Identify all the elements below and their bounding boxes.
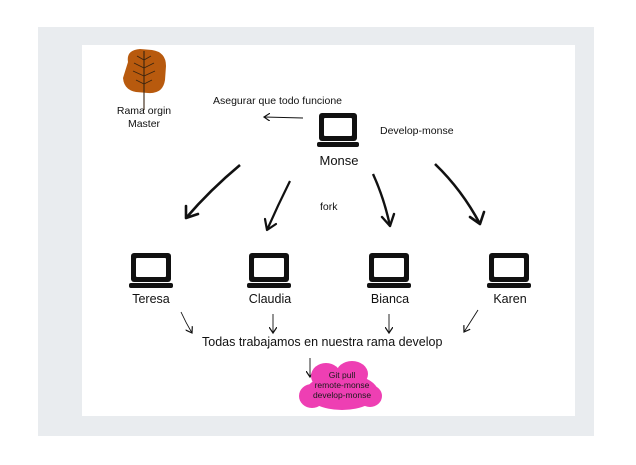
arrow-fork-bianca <box>371 173 392 227</box>
cloud-label: Git pull remote-monse develop-monse <box>306 370 378 400</box>
laptop-icon-bianca <box>367 253 411 288</box>
arrow-fork-karen <box>434 163 482 225</box>
leaf-icon <box>123 49 166 110</box>
root-branch-label: Rama orgin Master <box>117 105 171 131</box>
arrow-teresa-note <box>180 311 192 333</box>
laptop-icon-monse <box>317 113 359 147</box>
member-name-teresa: Teresa <box>132 292 170 306</box>
root-label-line1: Rama orgin <box>116 105 172 117</box>
cloud-shape <box>299 361 382 410</box>
arrow-fork-teresa <box>185 164 241 219</box>
root-label-line2: Master <box>127 118 161 130</box>
arrow-karen-note <box>464 309 479 332</box>
fork-label: fork <box>320 201 338 213</box>
ensure-label: Asegurar que todo funcione <box>213 95 343 107</box>
cloud-line-1: Git pull <box>328 370 356 380</box>
laptop-icon-karen <box>487 253 531 288</box>
branch-label: Develop-monse <box>380 125 454 137</box>
arrow-fork-claudia <box>265 180 291 231</box>
member-name-claudia: Claudia <box>248 292 292 306</box>
laptop-icon-teresa <box>129 253 173 288</box>
laptop-icon-claudia <box>247 253 291 288</box>
team-note: Todas trabajamos en nuestra rama develop <box>202 335 443 349</box>
cloud-line-3: develop-monse <box>312 390 372 400</box>
arrow-ensure <box>264 117 304 118</box>
member-name-karen: Karen <box>493 292 527 306</box>
whiteboard <box>82 45 575 416</box>
cloud-line-2: remote-monse <box>314 380 370 390</box>
member-name-bianca: Bianca <box>370 292 410 306</box>
owner-label: Monse <box>319 153 359 168</box>
